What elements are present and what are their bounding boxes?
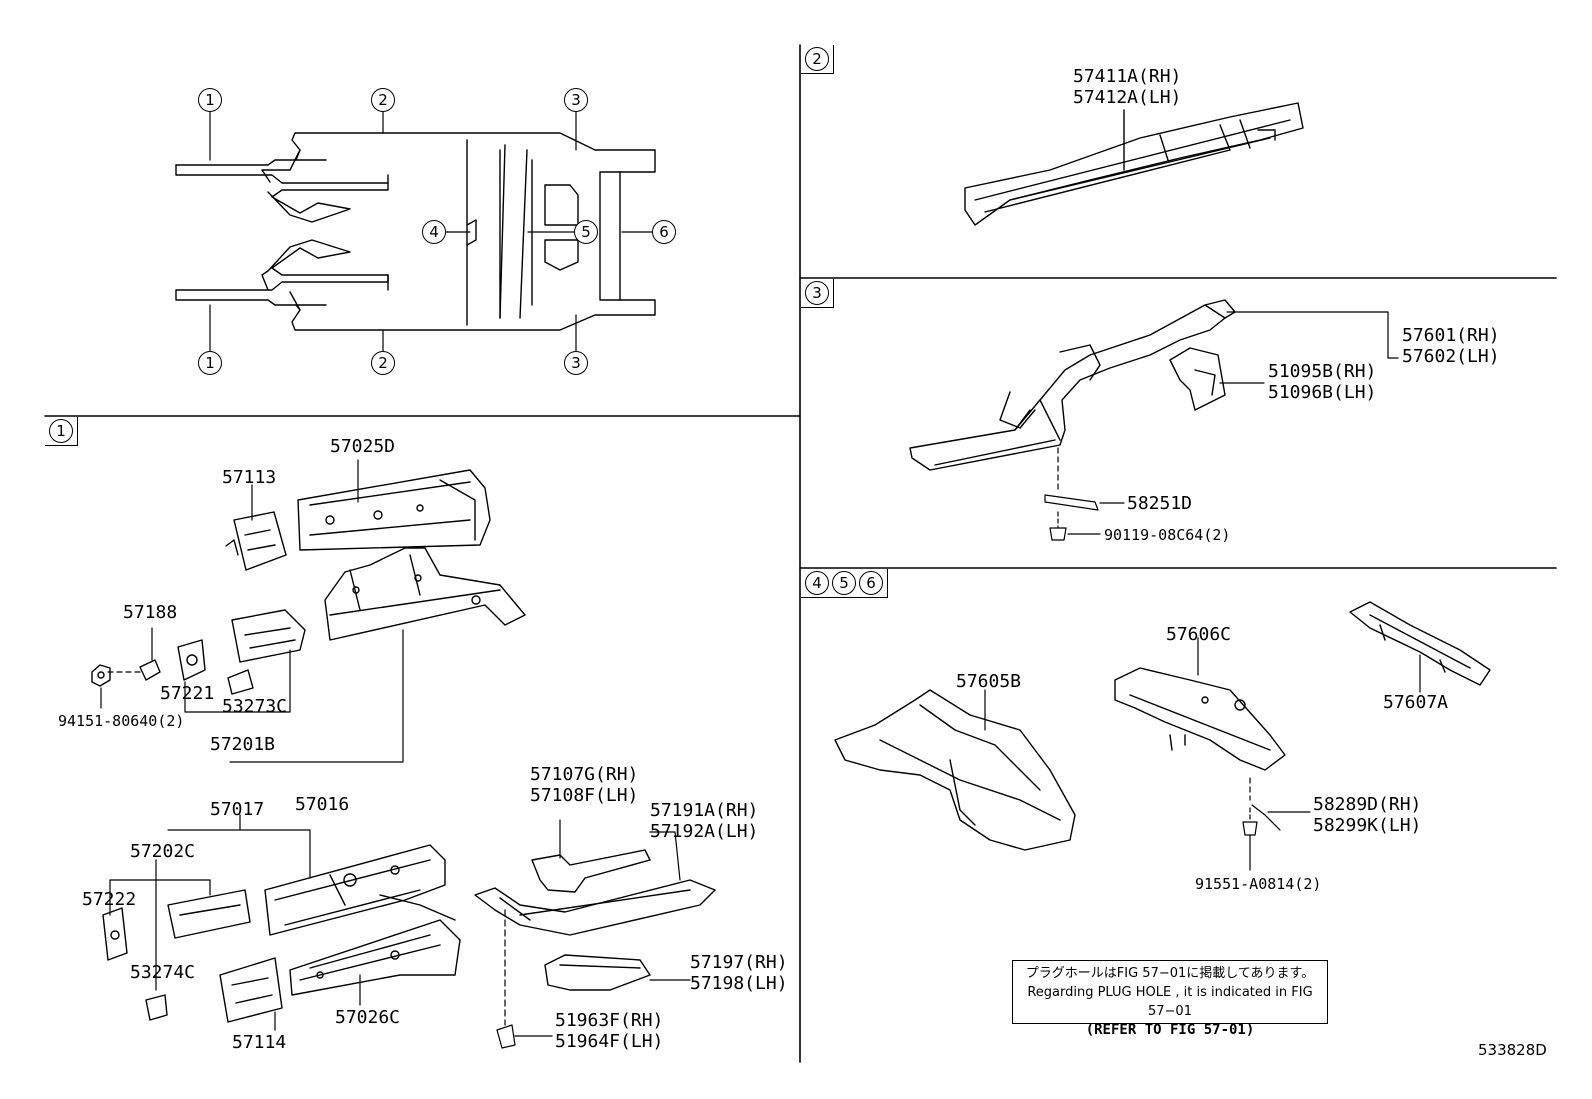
part-label-57107G: 57107G(RH) bbox=[530, 764, 639, 785]
part-label-53274C: 53274C bbox=[130, 962, 196, 983]
part-53273C-drawing bbox=[227, 669, 254, 695]
part-label-57605B: 57605B bbox=[956, 671, 1022, 692]
part-57605B-drawing bbox=[834, 689, 1076, 851]
part-label-57192A: 57192A(LH) bbox=[650, 821, 759, 842]
part-57114-drawing bbox=[219, 957, 283, 1023]
part-label-58299K: 58299K(LH) bbox=[1313, 815, 1422, 836]
section-tag-3: 3 bbox=[801, 279, 834, 308]
section1-right-leaders bbox=[496, 819, 691, 1049]
callout-1-bottom: 1 bbox=[198, 351, 222, 375]
panel-dividers bbox=[44, 44, 1557, 1063]
part-label-57188: 57188 bbox=[123, 602, 178, 623]
part-label-51963F: 51963F(RH) bbox=[555, 1010, 664, 1031]
section-tag-2-circle: 2 bbox=[805, 47, 829, 71]
section-tag-1: 1 bbox=[45, 417, 78, 446]
part-57221-drawing bbox=[177, 639, 206, 681]
part-label-58289D: 58289D(RH) bbox=[1313, 794, 1422, 815]
part-label-53273C: 53273C bbox=[222, 696, 288, 717]
callout-4: 4 bbox=[422, 220, 446, 244]
section-tag-6-circle: 6 bbox=[859, 571, 883, 595]
part-57201B-drawing bbox=[231, 609, 306, 663]
callout-1-top: 1 bbox=[198, 88, 222, 112]
part-57607A-drawing bbox=[1349, 601, 1491, 686]
part-label-57017: 57017 bbox=[210, 799, 265, 820]
part-label-51096B: 51096B(LH) bbox=[1268, 382, 1377, 403]
part-94151-drawing bbox=[91, 664, 111, 687]
part-57016-upper-drawing bbox=[324, 547, 526, 641]
section-tag-3-circle: 3 bbox=[805, 281, 829, 305]
section-tag-2: 2 bbox=[801, 45, 834, 74]
section456-fastener-leaders bbox=[1242, 777, 1311, 871]
callout-5: 5 bbox=[574, 220, 598, 244]
note-line-reference: (REFER TO FIG 57-01) bbox=[1085, 1022, 1255, 1038]
part-label-51964F: 51964F(LH) bbox=[555, 1031, 664, 1052]
part-57188-drawing bbox=[139, 659, 161, 681]
plug-hole-note-box: プラグホールはFIG 57−01に掲載してあります。 Regarding PLU… bbox=[1012, 960, 1328, 1038]
callout-2-bottom: 2 bbox=[371, 351, 395, 375]
part-label-57108F: 57108F(LH) bbox=[530, 785, 639, 806]
part-57026C-drawing bbox=[289, 919, 461, 996]
part-label-57191A: 57191A(RH) bbox=[650, 800, 759, 821]
section-tag-4-circle: 4 bbox=[805, 571, 829, 595]
part-label-51095B: 51095B(RH) bbox=[1268, 361, 1377, 382]
section-tag-1-circle: 1 bbox=[49, 419, 73, 443]
part-57606C-drawing bbox=[1114, 667, 1286, 771]
part-57191A-drawing bbox=[474, 879, 716, 936]
part-label-57198: 57198(LH) bbox=[690, 973, 788, 994]
overview-leaders bbox=[209, 111, 653, 354]
part-57017-drawing bbox=[264, 844, 456, 936]
part-label-57026C: 57026C bbox=[335, 1007, 401, 1028]
part-57202C-drawing bbox=[167, 889, 251, 939]
part-57107G-drawing bbox=[531, 849, 651, 893]
part-label-57607A: 57607A bbox=[1383, 692, 1449, 713]
part-57113-drawing bbox=[225, 511, 287, 571]
part-53274C-drawing bbox=[145, 994, 168, 1021]
part-label-91551: 91551-A0814(2) bbox=[1195, 875, 1322, 893]
part-label-57201B: 57201B bbox=[210, 734, 276, 755]
note-line-english: Regarding PLUG HOLE , it is indicated in… bbox=[1027, 985, 1313, 1019]
part-57411A-drawing bbox=[964, 102, 1304, 226]
section-tag-5-circle: 5 bbox=[832, 571, 856, 595]
callout-2-top: 2 bbox=[371, 88, 395, 112]
part-label-57016: 57016 bbox=[295, 794, 350, 815]
callout-3-bottom: 3 bbox=[564, 351, 588, 375]
part-label-90119: 90119-08C64(2) bbox=[1104, 526, 1231, 544]
callout-6: 6 bbox=[652, 220, 676, 244]
section1-upper-leaders bbox=[184, 629, 404, 763]
part-label-57221: 57221 bbox=[160, 683, 215, 704]
part-label-57113: 57113 bbox=[222, 467, 277, 488]
section3-leaders bbox=[1044, 311, 1399, 541]
callout-3-top: 3 bbox=[564, 88, 588, 112]
part-label-57202C: 57202C bbox=[130, 841, 196, 862]
part-label-57411A: 57411A(RH) bbox=[1073, 66, 1182, 87]
part-57601-drawing bbox=[909, 299, 1236, 471]
part-label-94151: 94151-80640(2) bbox=[58, 712, 185, 730]
section-tag-456: 4 5 6 bbox=[801, 569, 888, 598]
part-label-57606C: 57606C bbox=[1166, 624, 1232, 645]
part-label-57197: 57197(RH) bbox=[690, 952, 788, 973]
part-57197-drawing bbox=[544, 954, 651, 991]
note-line-japanese: プラグホールはFIG 57−01に掲載してあります。 bbox=[1025, 966, 1315, 981]
part-label-57025D: 57025D bbox=[330, 436, 396, 457]
part-label-57114: 57114 bbox=[232, 1032, 287, 1053]
section1-lower-leaders bbox=[109, 814, 361, 1031]
part-57025D-drawing bbox=[297, 469, 491, 551]
part-57222-drawing bbox=[102, 907, 128, 961]
part-label-57412A: 57412A(LH) bbox=[1073, 87, 1182, 108]
part-label-57601: 57601(RH) bbox=[1402, 325, 1500, 346]
figure-id: 533828D bbox=[1478, 1041, 1547, 1059]
part-label-58251D: 58251D bbox=[1127, 493, 1193, 514]
part-label-57222: 57222 bbox=[82, 889, 137, 910]
part-label-57602: 57602(LH) bbox=[1402, 346, 1500, 367]
